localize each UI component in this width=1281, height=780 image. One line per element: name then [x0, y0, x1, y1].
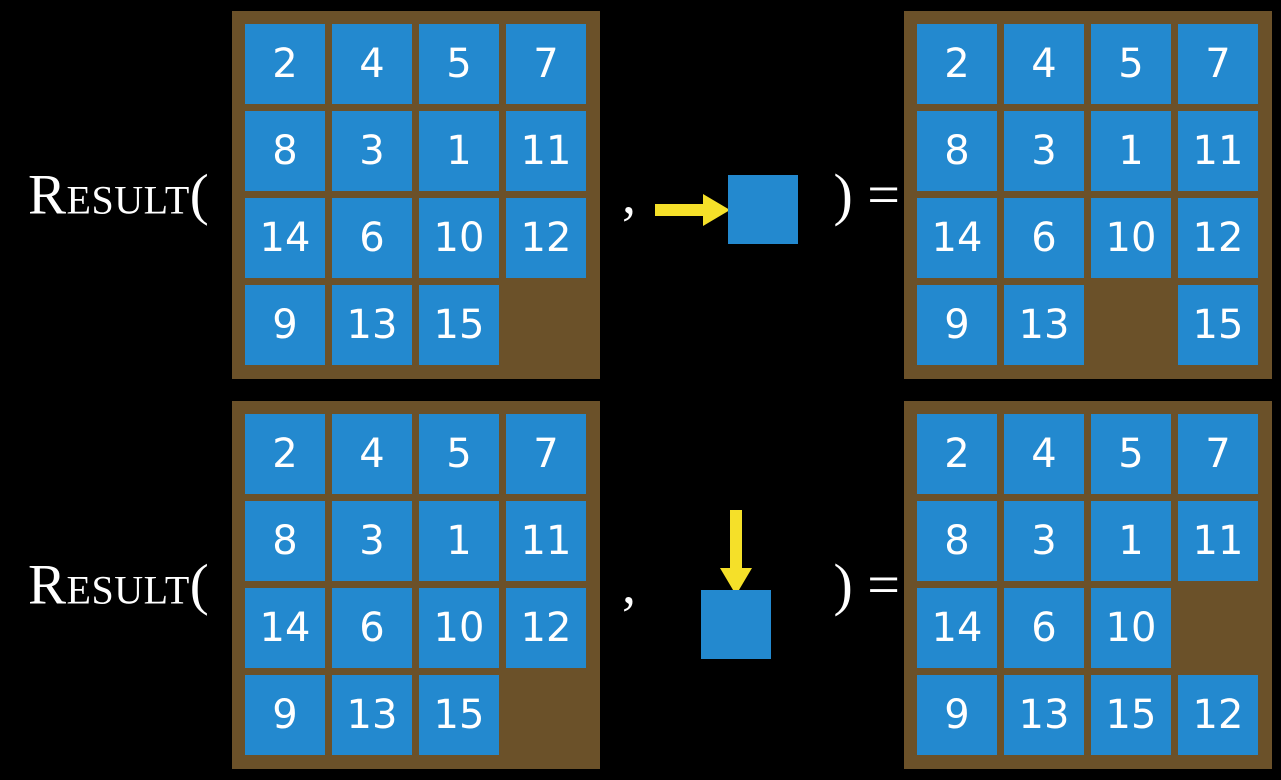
puzzle-tile[interactable]: 5	[419, 414, 499, 494]
puzzle-tile[interactable]: 14	[245, 588, 325, 668]
close-paren-equals: ) =	[833, 162, 900, 227]
puzzle-tile[interactable]: 9	[245, 675, 325, 755]
puzzle-tile[interactable]: 1	[1091, 501, 1171, 581]
puzzle-tile[interactable]: 1	[1091, 111, 1171, 191]
puzzle-tile[interactable]: 14	[917, 198, 997, 278]
puzzle-tile[interactable]: 2	[245, 24, 325, 104]
operator-area: , ) =	[600, 0, 904, 390]
puzzle-tile[interactable]: 14	[245, 198, 325, 278]
comma-separator: ,	[622, 164, 636, 226]
puzzle-tile[interactable]: 11	[506, 111, 586, 191]
puzzle-tile[interactable]: 12	[506, 198, 586, 278]
puzzle-tile[interactable]: 7	[1178, 24, 1258, 104]
close-paren-equals: ) =	[833, 552, 900, 617]
puzzle-tile[interactable]: 3	[1004, 501, 1084, 581]
puzzle-tile[interactable]: 4	[1004, 24, 1084, 104]
puzzle-tile[interactable]: 5	[1091, 24, 1171, 104]
puzzle-tile[interactable]: 9	[917, 285, 997, 365]
puzzle-tile[interactable]: 5	[1091, 414, 1171, 494]
result-label: Result(	[28, 163, 210, 227]
puzzle-tile[interactable]: 15	[419, 675, 499, 755]
puzzle-tile[interactable]: 2	[917, 414, 997, 494]
puzzle-tile[interactable]: 3	[1004, 111, 1084, 191]
puzzle-tile[interactable]: 8	[245, 501, 325, 581]
arrow-right-icon	[655, 194, 730, 226]
puzzle-tile[interactable]: 13	[332, 675, 412, 755]
puzzle-tile[interactable]: 10	[419, 198, 499, 278]
empty-cell	[506, 675, 586, 755]
puzzle-tile[interactable]: 8	[917, 111, 997, 191]
puzzle-tile[interactable]: 8	[917, 501, 997, 581]
puzzle-tile[interactable]: 11	[1178, 111, 1258, 191]
puzzle-tile[interactable]: 12	[506, 588, 586, 668]
puzzle-tile[interactable]: 1	[419, 111, 499, 191]
puzzle-tile[interactable]: 2	[245, 414, 325, 494]
puzzle-tile[interactable]: 15	[419, 285, 499, 365]
result-label: Result(	[28, 553, 210, 617]
puzzle-tile[interactable]: 7	[506, 24, 586, 104]
puzzle-tile[interactable]: 11	[506, 501, 586, 581]
puzzle-tile[interactable]: 6	[332, 588, 412, 668]
puzzle-tile[interactable]: 1	[419, 501, 499, 581]
puzzle-tile[interactable]: 10	[1091, 588, 1171, 668]
empty-cell	[1178, 588, 1258, 668]
puzzle-tile[interactable]: 13	[332, 285, 412, 365]
puzzle-tile[interactable]: 12	[1178, 675, 1258, 755]
comma-separator: ,	[622, 554, 636, 616]
puzzle-tile[interactable]: 3	[332, 111, 412, 191]
puzzle-tile[interactable]: 12	[1178, 198, 1258, 278]
puzzle-tile[interactable]: 10	[1091, 198, 1171, 278]
puzzle-tile[interactable]: 4	[1004, 414, 1084, 494]
operator-area: , ) =	[600, 390, 904, 780]
puzzle-tile[interactable]: 7	[1178, 414, 1258, 494]
moving-tile	[728, 175, 798, 244]
puzzle-tile[interactable]: 4	[332, 414, 412, 494]
puzzle-tile[interactable]: 14	[917, 588, 997, 668]
puzzle-tile[interactable]: 9	[917, 675, 997, 755]
arrow-down-icon	[720, 510, 752, 595]
puzzle-tile[interactable]: 9	[245, 285, 325, 365]
empty-cell	[1091, 285, 1171, 365]
puzzle-tile[interactable]: 6	[1004, 198, 1084, 278]
puzzle-tile[interactable]: 15	[1091, 675, 1171, 755]
puzzle-tile[interactable]: 6	[332, 198, 412, 278]
puzzle-tile[interactable]: 13	[1004, 675, 1084, 755]
puzzle-tile[interactable]: 10	[419, 588, 499, 668]
moving-tile	[701, 590, 771, 659]
puzzle-tile[interactable]: 3	[332, 501, 412, 581]
empty-cell	[506, 285, 586, 365]
puzzle-tile[interactable]: 5	[419, 24, 499, 104]
puzzle-tile[interactable]: 7	[506, 414, 586, 494]
puzzle-tile[interactable]: 13	[1004, 285, 1084, 365]
puzzle-tile[interactable]: 4	[332, 24, 412, 104]
puzzle-tile[interactable]: 2	[917, 24, 997, 104]
puzzle-tile[interactable]: 11	[1178, 501, 1258, 581]
puzzle-tile[interactable]: 6	[1004, 588, 1084, 668]
puzzle-tile[interactable]: 15	[1178, 285, 1258, 365]
puzzle-tile[interactable]: 8	[245, 111, 325, 191]
